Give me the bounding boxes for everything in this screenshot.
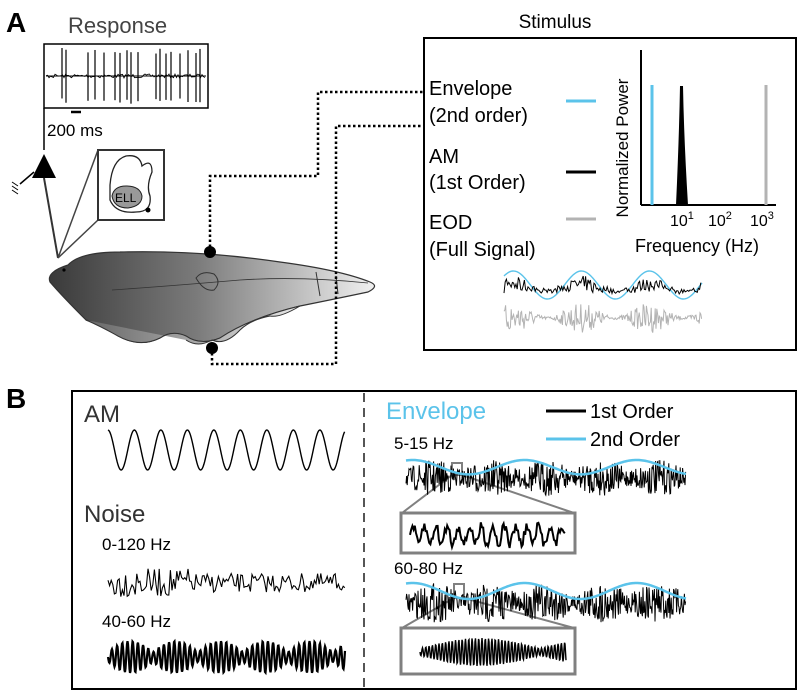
inset-line bbox=[57, 149, 99, 259]
panel-b-letter: B bbox=[6, 383, 26, 414]
ell-region bbox=[111, 185, 143, 209]
legend-am-line1: AM bbox=[429, 146, 459, 168]
am-title: AM bbox=[84, 401, 120, 428]
legend-envelope-line1: Envelope bbox=[429, 78, 512, 100]
panel-a-letter: A bbox=[6, 7, 26, 38]
fish-illustration bbox=[48, 251, 376, 345]
first-order-trace bbox=[405, 460, 687, 497]
power-spectrum: Normalized Power 101 102 103 Frequency (… bbox=[613, 50, 776, 256]
ell-marker bbox=[145, 207, 151, 213]
stimulus-am-trace bbox=[503, 275, 702, 296]
legend-first-order-label: 1st Order bbox=[590, 401, 674, 423]
legend-eod-line1: EOD bbox=[429, 212, 472, 234]
spectrum-ylabel: Normalized Power bbox=[613, 78, 632, 217]
am-sine-trace bbox=[107, 429, 346, 471]
spectrum-tick-3: 103 bbox=[750, 210, 774, 230]
second-order-trace bbox=[405, 458, 687, 476]
noise-band-0: 0-120 Hz bbox=[102, 535, 171, 554]
response-title: Response bbox=[68, 13, 167, 38]
stimulus-eod-trace bbox=[503, 304, 703, 333]
stimulus-title: Stimulus bbox=[519, 12, 592, 33]
noise-narrowband-trace bbox=[106, 638, 347, 676]
inset-line bbox=[57, 219, 99, 259]
legend-am-line2: (1st Order) bbox=[429, 172, 526, 194]
legend-second-order-label: 2nd Order bbox=[590, 429, 680, 451]
response-noise bbox=[45, 73, 206, 79]
envelope-title: Envelope bbox=[386, 398, 486, 425]
electrode-wire-bottom bbox=[210, 124, 424, 366]
ell-label: ELL bbox=[115, 191, 137, 205]
spectrum-tick-1: 101 bbox=[670, 210, 694, 230]
spectrum-xlabel: Frequency (Hz) bbox=[635, 236, 759, 256]
zoom-trace-2 bbox=[419, 637, 567, 666]
panel-b-legend: 1st Order 2nd Order bbox=[546, 401, 680, 451]
noise-band-1: 40-60 Hz bbox=[102, 612, 171, 631]
spectrum-tick-2: 102 bbox=[708, 210, 732, 230]
first-order-trace bbox=[405, 583, 687, 623]
noise-broadband-trace bbox=[107, 568, 346, 598]
scale-bar-label: 200 ms bbox=[47, 121, 103, 140]
legend-envelope-line2: (2nd order) bbox=[429, 105, 528, 127]
noise-title: Noise bbox=[84, 501, 145, 528]
panel-b-traces bbox=[106, 429, 687, 676]
envelope-band-0: 5-15 Hz bbox=[394, 434, 454, 453]
spectrum-am-peak bbox=[676, 86, 688, 205]
electrode-wire-top bbox=[208, 90, 424, 252]
stimulus-legend: Envelope (2nd order) AM (1st Order) EOD … bbox=[429, 78, 596, 261]
zoom-connector bbox=[463, 597, 575, 629]
response-spikes bbox=[45, 48, 206, 104]
second-order-trace bbox=[405, 581, 687, 601]
zoom-trace-1 bbox=[409, 520, 566, 551]
pyramidal-neuron-icon bbox=[11, 154, 59, 259]
envelope-band-1: 60-80 Hz bbox=[394, 559, 463, 578]
stimulus-traces bbox=[503, 270, 703, 333]
legend-eod-line2: (Full Signal) bbox=[429, 239, 536, 261]
